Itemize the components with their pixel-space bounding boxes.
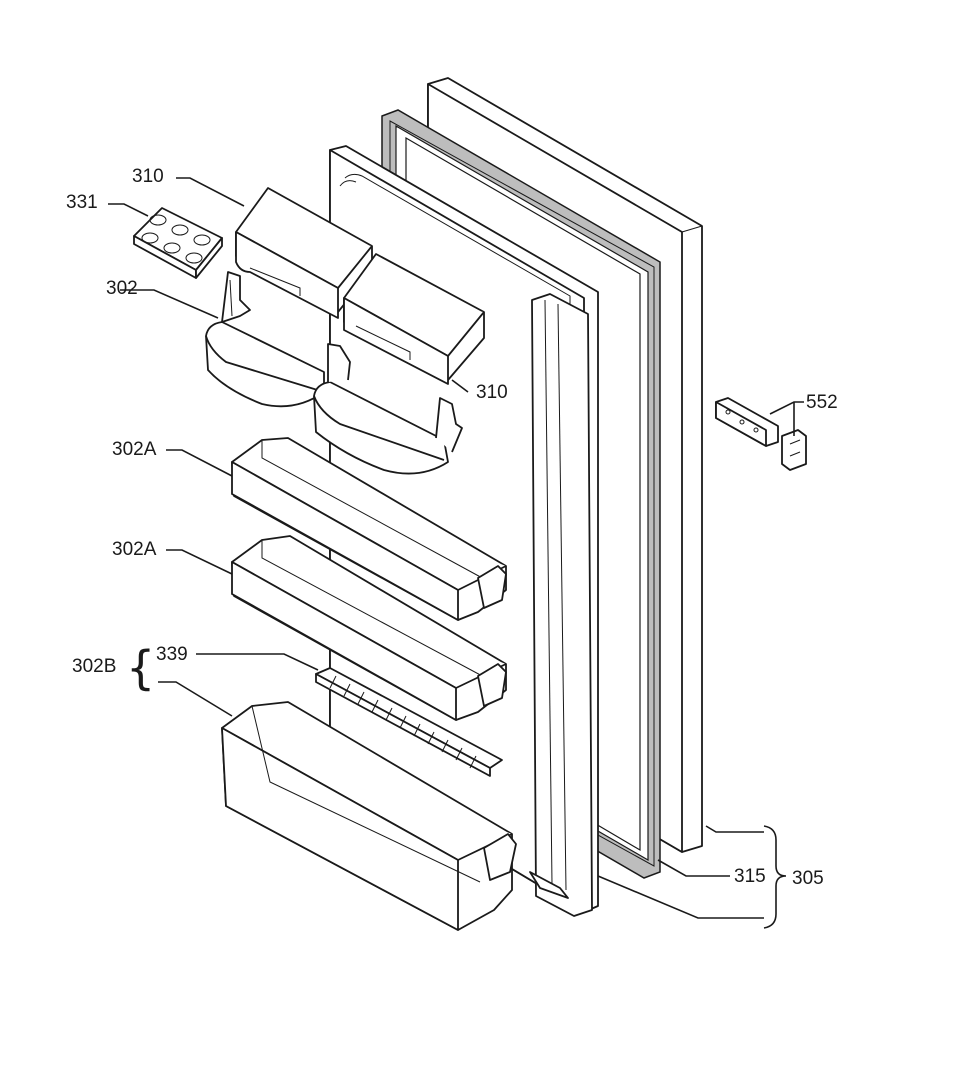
label-310-bottom: 310: [476, 382, 508, 403]
label-339: 339: [156, 644, 188, 665]
label-302A-lower: 302A: [112, 539, 157, 560]
bottle-retainer-339: [315, 667, 503, 777]
bottle-shelf-302-left: [205, 271, 325, 408]
label-331: 331: [66, 192, 98, 213]
label-302A-upper: 302A: [112, 439, 157, 460]
dairy-compartment-310-right: [343, 253, 485, 385]
label-302: 302: [106, 278, 138, 299]
egg-tray-331: [133, 207, 223, 279]
label-302B: 302B: [72, 656, 116, 677]
bottom-shelf-302B: [221, 701, 517, 931]
label-552: 552: [806, 392, 838, 413]
door-trim: [529, 293, 593, 917]
label-315: 315: [734, 866, 766, 887]
dairy-compartment-310-left: [235, 187, 373, 319]
door-shelf-302A-lower: [231, 535, 507, 721]
label-310-top: 310: [132, 166, 164, 187]
leader-lines: [108, 177, 804, 929]
brace-302B: {: [126, 641, 155, 695]
hinge-kit-552: [715, 397, 807, 471]
label-305: 305: [792, 868, 824, 889]
bottle-shelf-302-right: [313, 343, 463, 475]
door-shelf-302A-upper: [231, 437, 507, 621]
